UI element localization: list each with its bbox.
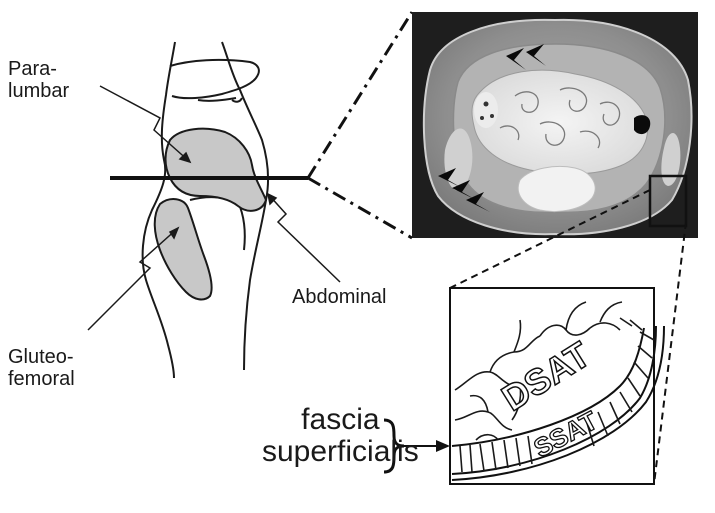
fascia-superficialis-label: fascia superficialis — [262, 403, 419, 468]
fat-depots — [153, 127, 268, 301]
fascia-arrow — [404, 440, 450, 452]
fascia-band — [451, 327, 645, 447]
gluteofemoral-label: Gluteo- femoral — [8, 346, 75, 391]
ct-arrowheads-left — [438, 168, 490, 212]
paralumbar-label: Para- lumbar — [8, 58, 70, 103]
zoom-panel: DSAT SSAT — [449, 287, 665, 485]
leader-arrows — [87, 85, 341, 331]
zoom-projection-lines — [449, 189, 687, 485]
gluteofemoral-depot — [153, 198, 213, 301]
ct-zoom-box — [648, 174, 688, 228]
projection-lines — [306, 11, 414, 240]
ct-scan-image — [412, 12, 698, 238]
paralumbar-abdominal-depot — [164, 127, 268, 212]
abdominal-label: Abdominal — [292, 286, 387, 308]
ct-arrowheads-top — [506, 44, 546, 70]
